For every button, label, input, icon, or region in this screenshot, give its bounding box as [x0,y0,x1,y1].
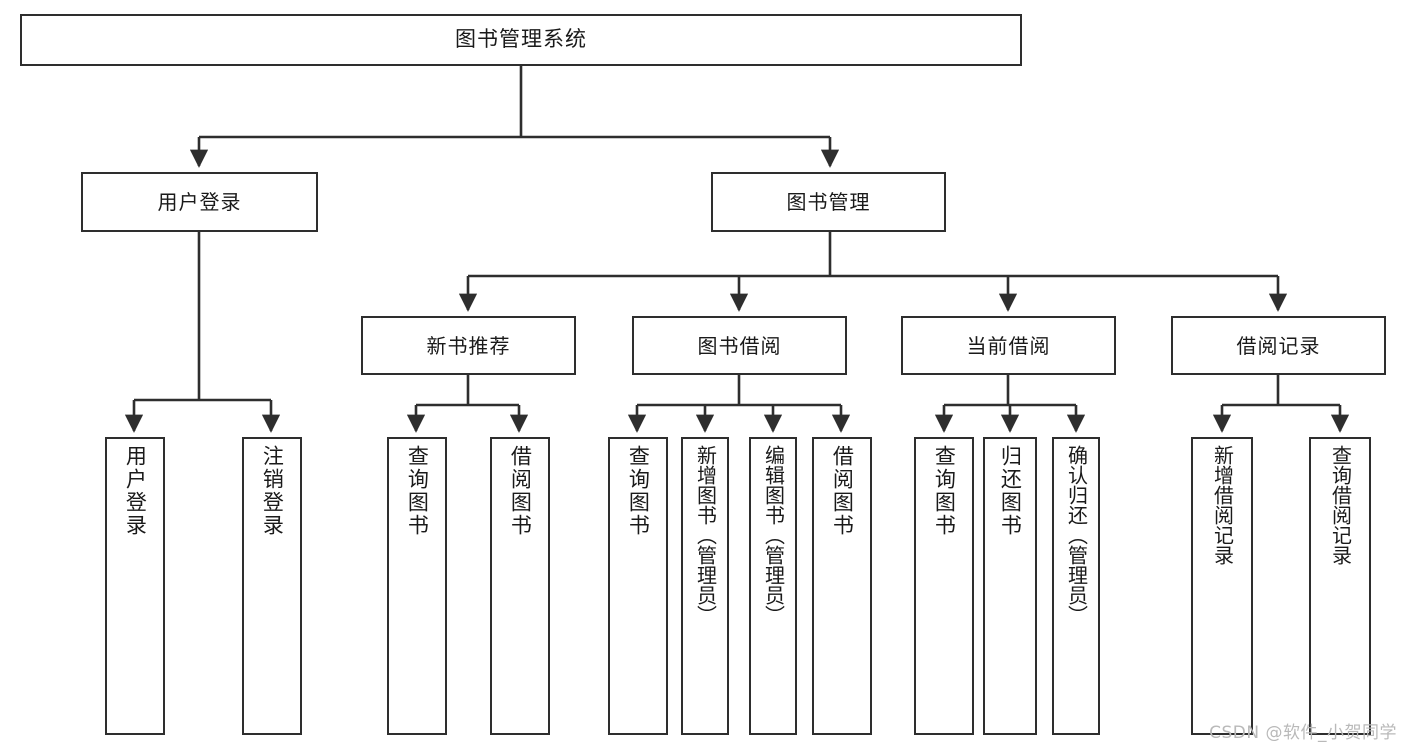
leaf-borrow-book[interactable]: 借阅图书 [812,437,872,735]
node-current-borrow[interactable]: 当前借阅 [901,316,1116,375]
leaf-label: 确认归还（管理员） [1064,445,1089,625]
csdn-watermark: CSDN @软件_小贺同学 [1209,723,1397,743]
leaf-add-borrow-record[interactable]: 新增借阅记录 [1191,437,1253,735]
leaf-label: 用户登录 [123,445,148,537]
leaf-return-book[interactable]: 归还图书 [983,437,1037,735]
leaf-query-book-recommend[interactable]: 查询图书 [387,437,447,735]
leaf-label: 查询借阅记录 [1328,445,1353,565]
node-new-book-recommend[interactable]: 新书推荐 [361,316,576,375]
leaf-label: 借阅图书 [830,445,855,537]
leaf-label: 新增借阅记录 [1210,445,1235,565]
leaf-user-logout[interactable]: 注销登录 [242,437,302,735]
node-root-system[interactable]: 图书管理系统 [20,14,1022,66]
leaf-add-book-admin[interactable]: 新增图书（管理员） [681,437,729,735]
leaf-borrow-book-recommend[interactable]: 借阅图书 [490,437,550,735]
leaf-label: 注销登录 [260,445,285,537]
leaf-label: 编辑图书（管理员） [761,445,786,625]
leaf-label: 查询图书 [626,445,651,537]
node-book-borrow[interactable]: 图书借阅 [632,316,847,375]
leaf-label: 归还图书 [998,445,1023,537]
leaf-query-book-current[interactable]: 查询图书 [914,437,974,735]
leaf-user-login[interactable]: 用户登录 [105,437,165,735]
leaf-label: 借阅图书 [508,445,533,537]
leaf-edit-book-admin[interactable]: 编辑图书（管理员） [749,437,797,735]
leaf-label: 查询图书 [932,445,957,537]
node-user-login[interactable]: 用户登录 [81,172,318,232]
leaf-confirm-return-admin[interactable]: 确认归还（管理员） [1052,437,1100,735]
leaf-label: 查询图书 [405,445,430,537]
leaf-query-borrow-record[interactable]: 查询借阅记录 [1309,437,1371,735]
leaf-label: 新增图书（管理员） [693,445,718,625]
leaf-query-book-borrow[interactable]: 查询图书 [608,437,668,735]
node-book-management[interactable]: 图书管理 [711,172,946,232]
node-borrow-records[interactable]: 借阅记录 [1171,316,1386,375]
